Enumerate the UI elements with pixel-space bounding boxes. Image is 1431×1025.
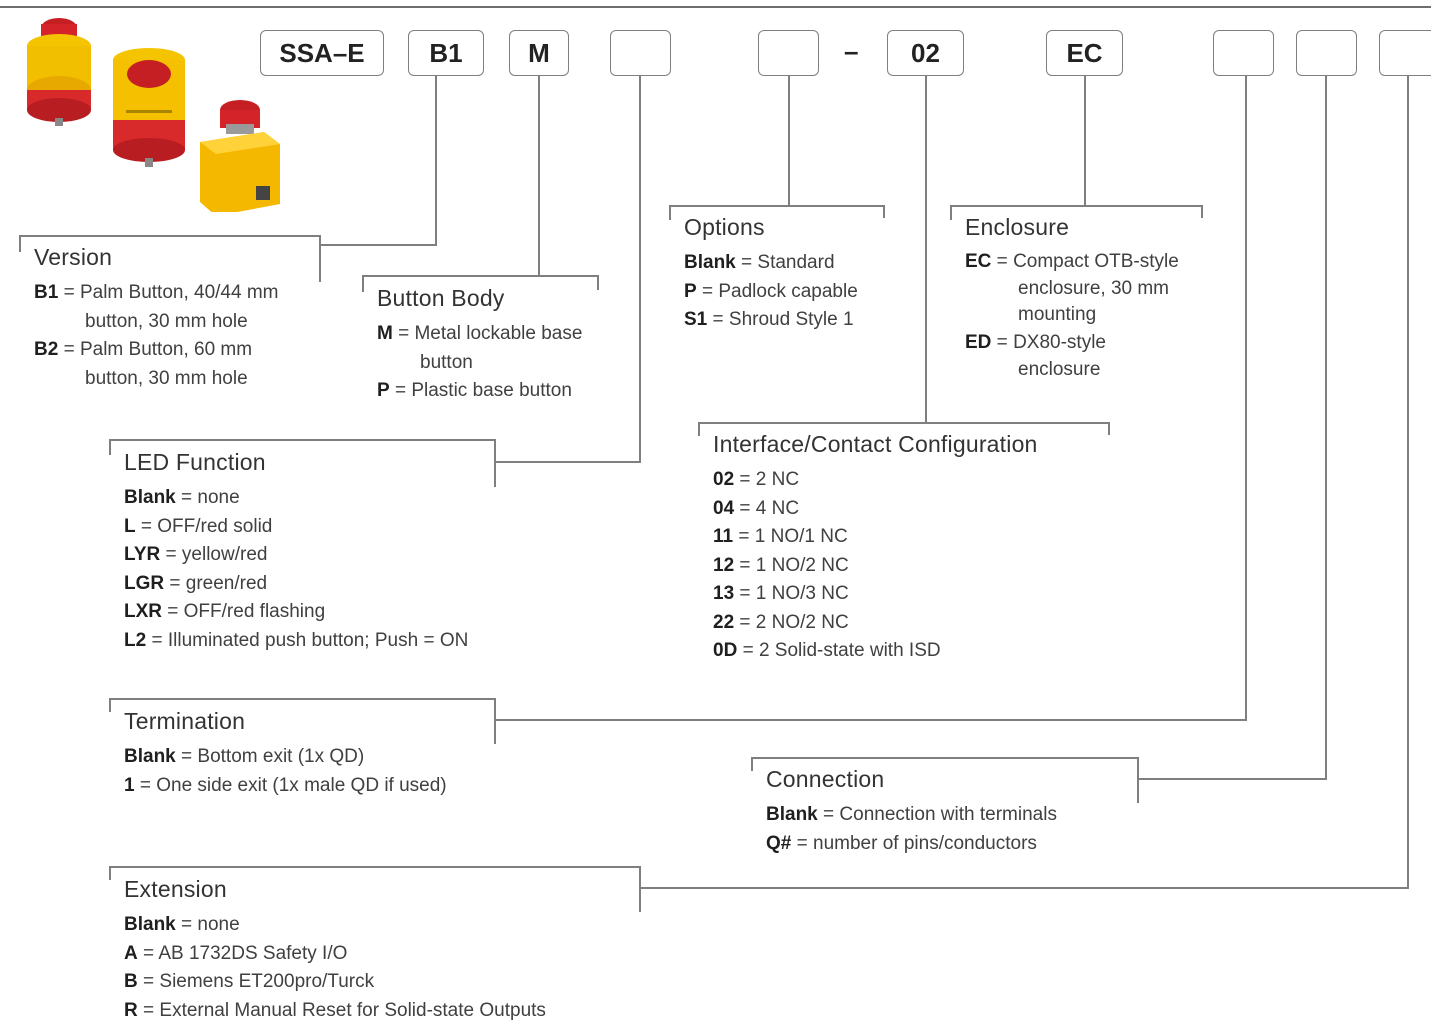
list-item: 1 = One side exit (1x male QD if used) <box>124 772 447 801</box>
section-led-function: LED Function Blank = none L = OFF/red so… <box>124 449 468 655</box>
list-item: A = AB 1732DS Safety I/O <box>124 940 546 969</box>
extension-title: Extension <box>124 876 546 903</box>
list-item: LGR = green/red <box>124 570 468 599</box>
section-extension: Extension Blank = none A = AB 1732DS Saf… <box>124 876 546 1025</box>
list-item: EC = Compact OTB-style <box>965 249 1179 276</box>
list-item: Q# = number of pins/conductors <box>766 830 1057 859</box>
list-item: B1 = Palm Button, 40/44 mm <box>34 279 279 308</box>
list-item: 13 = 1 NO/3 NC <box>713 580 1038 609</box>
list-item-continued: button <box>377 349 582 378</box>
termination-title: Termination <box>124 708 447 735</box>
list-item: L2 = Illuminated push button; Push = ON <box>124 627 468 656</box>
list-item: 12 = 1 NO/2 NC <box>713 552 1038 581</box>
section-interface: Interface/Contact Configuration 02 = 2 N… <box>713 431 1038 666</box>
list-item: P = Padlock capable <box>684 278 858 307</box>
list-item: L = OFF/red solid <box>124 513 468 542</box>
list-item-continued: mounting <box>965 302 1179 329</box>
list-item-continued: enclosure <box>965 357 1179 384</box>
led-function-title: LED Function <box>124 449 468 476</box>
section-options: Options Blank = Standard P = Padlock cap… <box>684 214 858 335</box>
enclosure-title: Enclosure <box>965 214 1179 241</box>
button-body-title: Button Body <box>377 285 582 312</box>
list-item: LXR = OFF/red flashing <box>124 598 468 627</box>
connection-title: Connection <box>766 766 1057 793</box>
list-item: ED = DX80-style <box>965 329 1179 357</box>
list-item: P = Plastic base button <box>377 377 582 406</box>
section-version: Version B1 = Palm Button, 40/44 mm butto… <box>34 244 279 393</box>
list-item: Blank = none <box>124 484 468 513</box>
list-item: M = Metal lockable base <box>377 320 582 349</box>
list-item: 22 = 2 NO/2 NC <box>713 609 1038 638</box>
version-title: Version <box>34 244 279 271</box>
connector-connection <box>1138 76 1326 779</box>
section-connection: Connection Blank = Connection with termi… <box>766 766 1057 858</box>
list-item-continued: button, 30 mm hole <box>34 365 279 394</box>
list-item: Blank = Standard <box>684 249 858 278</box>
list-item: S1 = Shroud Style 1 <box>684 306 858 335</box>
list-item: 11 = 1 NO/1 NC <box>713 523 1038 552</box>
list-item: B2 = Palm Button, 60 mm <box>34 336 279 365</box>
list-item: Blank = Bottom exit (1x QD) <box>124 743 447 772</box>
list-item: 04 = 4 NC <box>713 495 1038 524</box>
connector-version <box>320 76 436 245</box>
list-item: Blank = Connection with terminals <box>766 801 1057 830</box>
list-item: 02 = 2 NC <box>713 466 1038 495</box>
interface-title: Interface/Contact Configuration <box>713 431 1038 458</box>
options-title: Options <box>684 214 858 241</box>
list-item: 0D = 2 Solid-state with ISD <box>713 637 1038 666</box>
section-termination: Termination Blank = Bottom exit (1x QD) … <box>124 708 447 800</box>
list-item-continued: enclosure, 30 mm <box>965 276 1179 303</box>
list-item: B = Siemens ET200pro/Turck <box>124 968 546 997</box>
section-enclosure: Enclosure EC = Compact OTB-style enclosu… <box>965 214 1179 383</box>
list-item: LYR = yellow/red <box>124 541 468 570</box>
section-button-body: Button Body M = Metal lockable base butt… <box>377 285 582 406</box>
list-item: Blank = none <box>124 911 546 940</box>
list-item: R = External Manual Reset for Solid-stat… <box>124 997 546 1025</box>
list-item-continued: button, 30 mm hole <box>34 308 279 337</box>
